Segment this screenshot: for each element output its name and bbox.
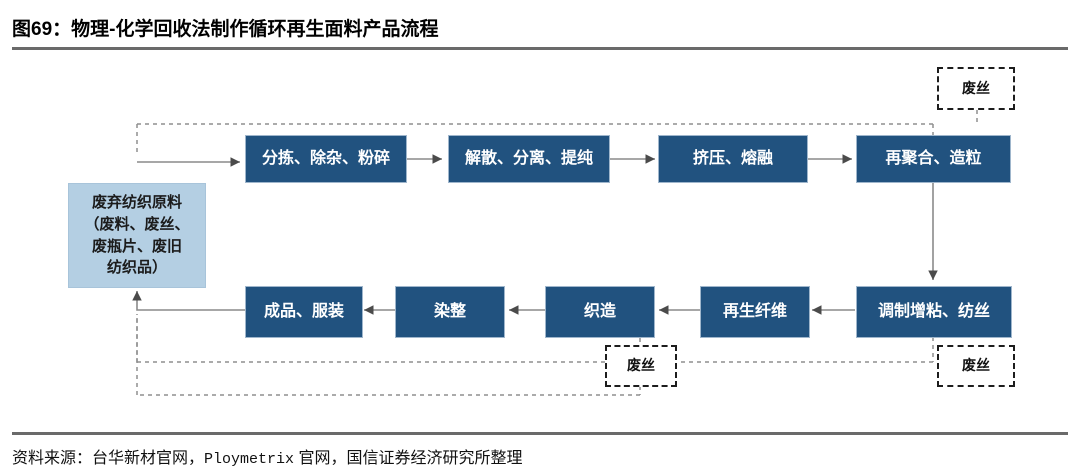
input-line-3: 废瓶片、废旧 — [91, 237, 182, 255]
node-sort-decontaminate-crush[interactable]: 分拣、除杂、粉碎 — [245, 135, 407, 183]
node-weaving[interactable]: 织造 — [545, 286, 655, 338]
node-waste-silk-top-right[interactable]: 废丝 — [937, 67, 1015, 110]
input-line-4: 纺织品） — [106, 259, 167, 277]
node-waste-silk-bottom-right[interactable]: 废丝 — [937, 345, 1015, 387]
node-extrude-melt[interactable]: 挤压、熔融 — [658, 135, 808, 183]
node-dissolve-separate-purify[interactable]: 解散、分离、提纯 — [448, 135, 610, 183]
footer-divider — [12, 432, 1068, 435]
source-prefix: 资料来源：台华新材官网， — [12, 450, 205, 467]
node-dyeing-finishing[interactable]: 染整 — [395, 286, 505, 338]
node-finished-garment[interactable]: 成品、服装 — [245, 286, 363, 338]
node-thicken-spin[interactable]: 调制增粘、纺丝 — [856, 286, 1012, 338]
input-line-2: （废料、废丝、 — [84, 215, 190, 233]
flowchart-canvas: 废弃纺织原料 （废料、废丝、 废瓶片、废旧 纺织品） 分拣、除杂、粉碎 解散、分… — [0, 52, 1080, 430]
input-line-1: 废弃纺织原料 — [91, 194, 182, 211]
figure-title: 图69：物理-化学回收法制作循环再生面料产品流程 — [12, 19, 439, 40]
source-suffix: 官网，国信证券经济研究所整理 — [294, 450, 523, 467]
node-recycled-fiber[interactable]: 再生纤维 — [700, 286, 810, 338]
node-waste-silk-bottom-mid[interactable]: 废丝 — [605, 345, 677, 387]
source-brand: Ploymetrix — [204, 451, 295, 468]
node-waste-textile-input[interactable]: 废弃纺织原料 （废料、废丝、 废瓶片、废旧 纺织品） — [68, 183, 206, 288]
source-note: 资料来源：台华新材官网，Ploymetrix 官网，国信证券经济研究所整理 — [12, 444, 522, 468]
wire-finished-to-input — [132, 291, 245, 311]
node-repolymerize-granulate[interactable]: 再聚合、造粒 — [856, 135, 1011, 183]
title-divider — [12, 47, 1068, 50]
